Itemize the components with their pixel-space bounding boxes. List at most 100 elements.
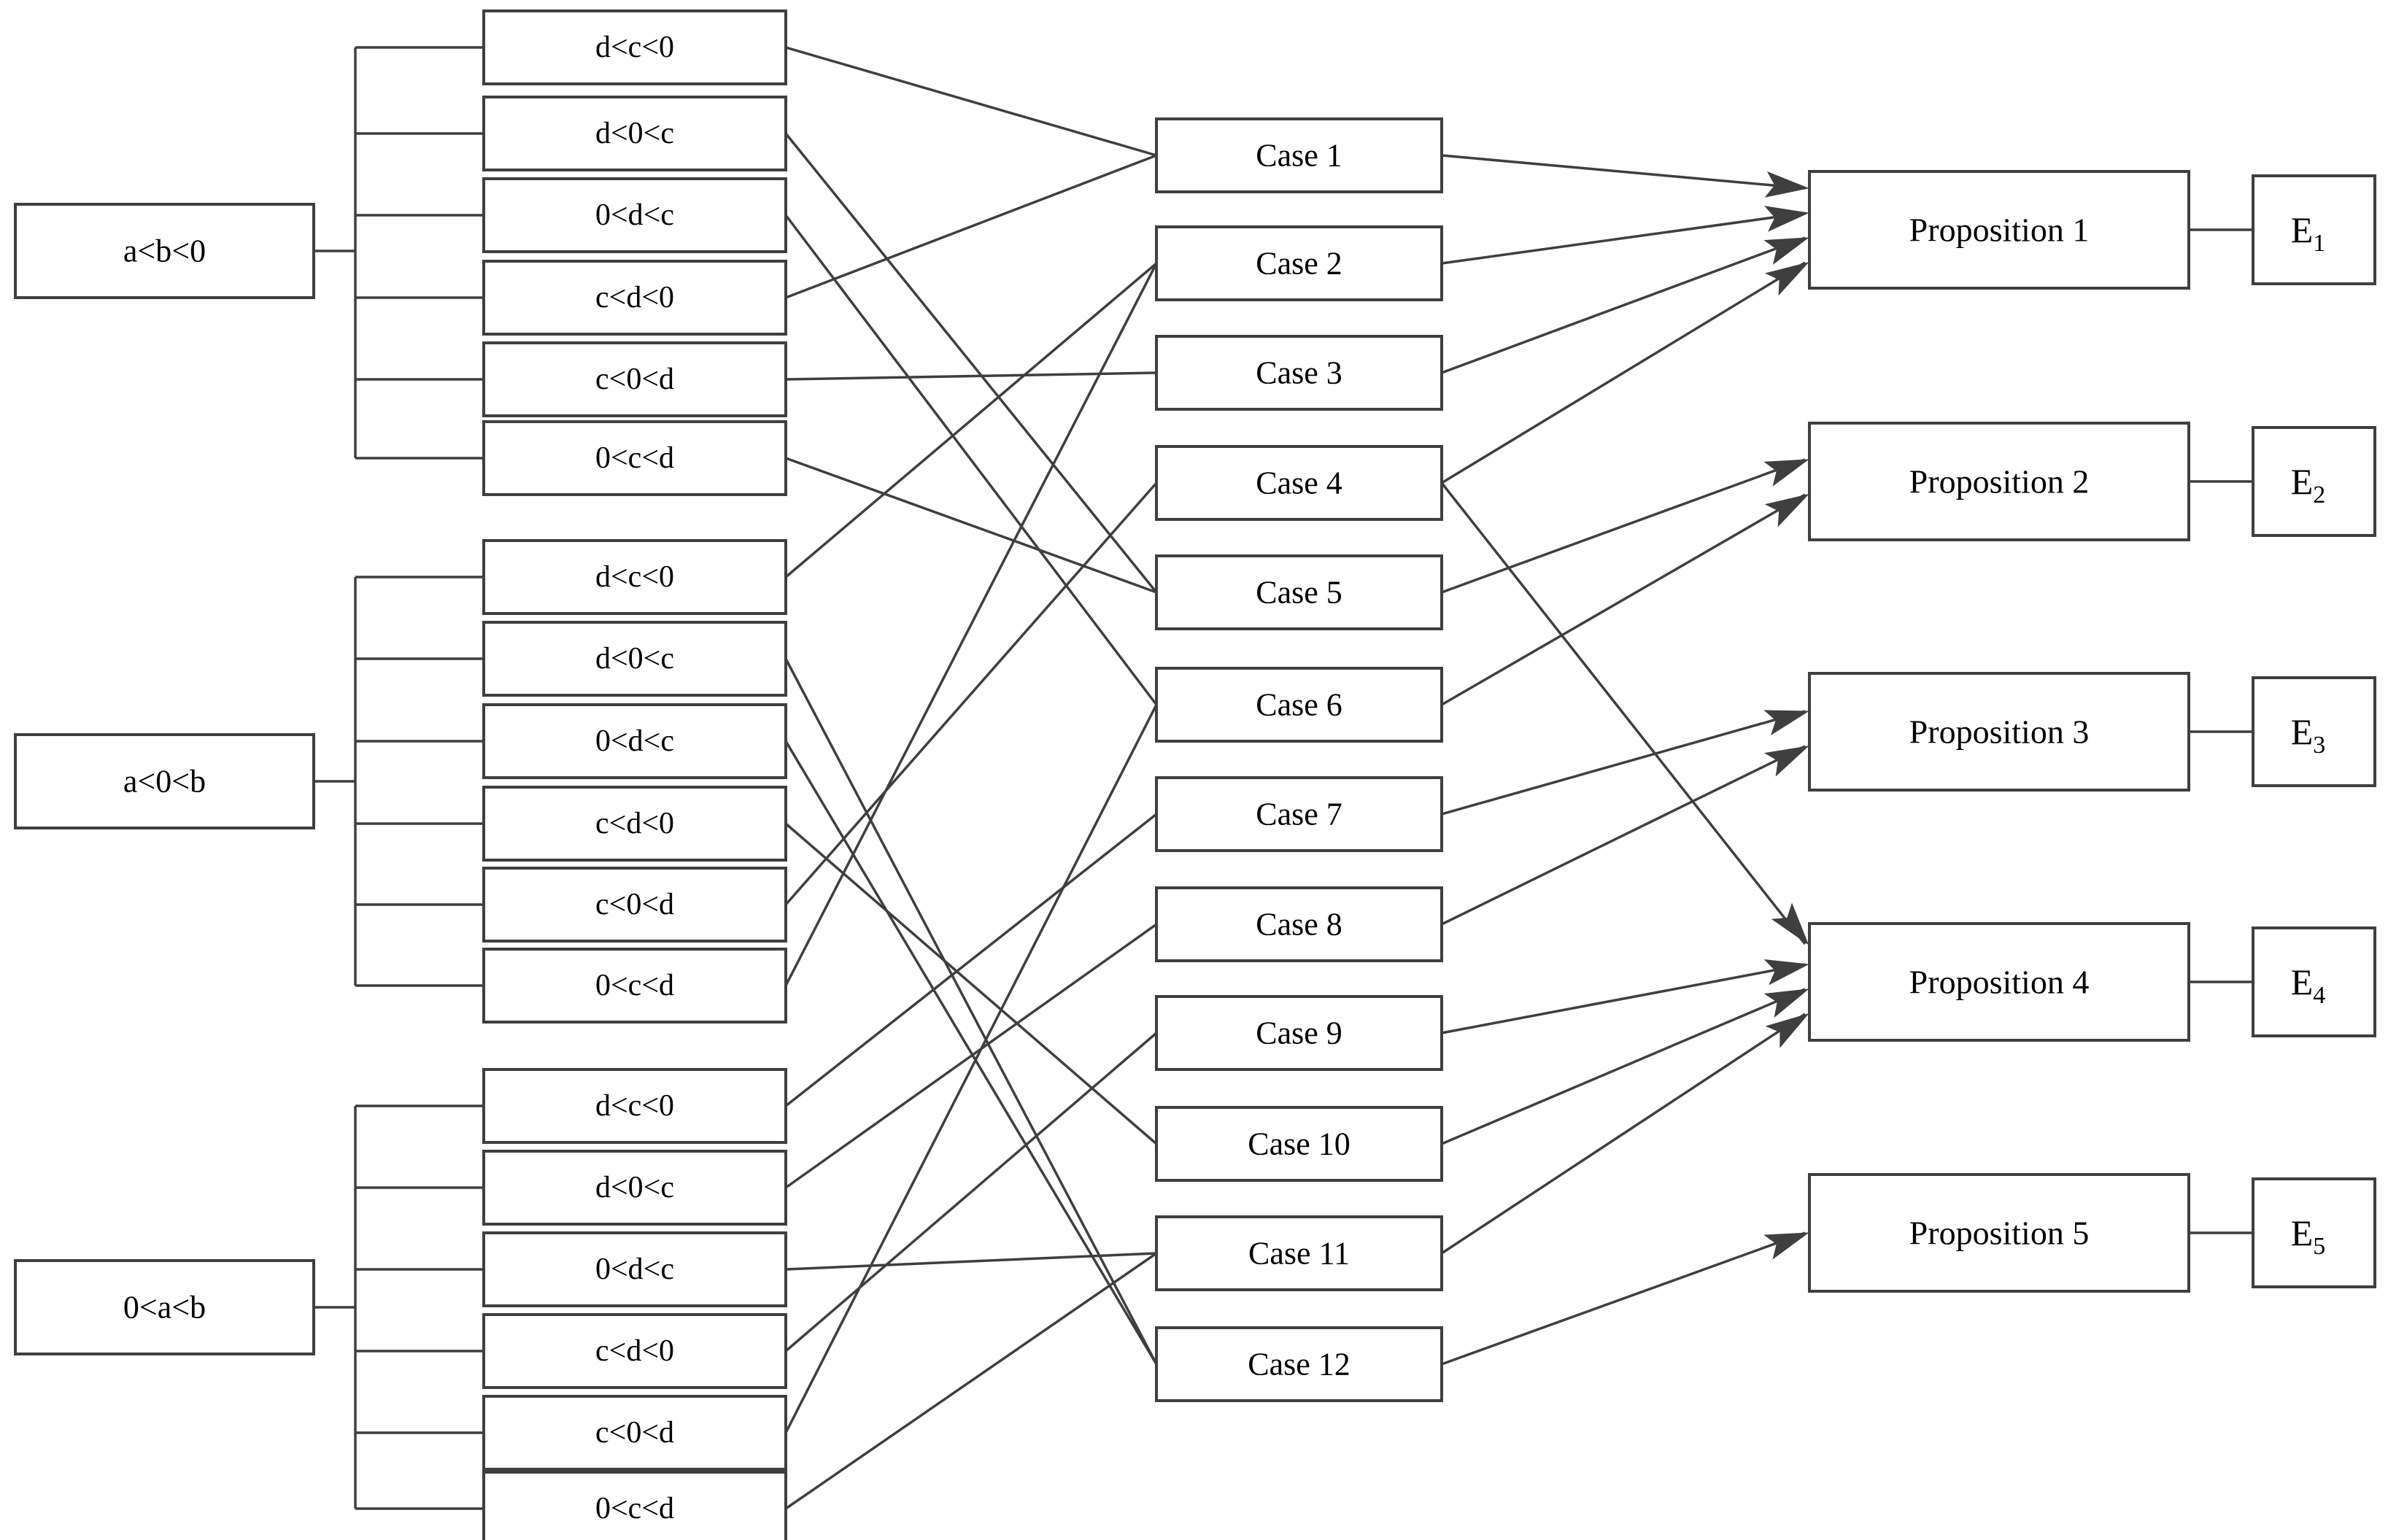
e-box-label: E2 <box>2291 461 2326 508</box>
case-proposition-connector <box>1441 212 1806 265</box>
condition-case-connector <box>785 1252 1157 1510</box>
e-box-label: E3 <box>2291 711 2326 759</box>
case-box-8 <box>1155 886 1443 962</box>
e-box-5 <box>2252 1177 2376 1288</box>
arrowhead-icon <box>1763 710 1809 736</box>
condition-box-label: d<c<0 <box>595 31 674 64</box>
interval-box-label: a<b<0 <box>123 233 206 269</box>
case-box-label: Case 9 <box>1256 1015 1342 1051</box>
case-proposition-connector <box>1441 236 1806 374</box>
condition-box-g1-6 <box>482 420 787 496</box>
case-box-label: Case 8 <box>1256 907 1342 943</box>
condition-case-connector <box>784 262 1158 579</box>
condition-box-label: c<0<d <box>595 1416 674 1450</box>
condition-box-label: 0<c<d <box>595 969 674 1002</box>
condition-case-connector <box>784 822 1158 1145</box>
condition-box-label: d<c<0 <box>595 1089 674 1123</box>
proposition-box-label: Proposition 2 <box>1909 463 2090 500</box>
case-proposition-connector <box>1441 458 1806 594</box>
interval-box-label: 0<a<b <box>123 1290 206 1326</box>
condition-box-g3-4 <box>482 1313 787 1389</box>
case-proposition-connector <box>1441 154 1806 190</box>
condition-box-label: d<0<c <box>595 117 674 150</box>
interval-box-1 <box>14 203 315 299</box>
condition-box-label: c<d<0 <box>595 281 674 314</box>
e-box-4 <box>2252 926 2376 1037</box>
case-box-label: Case 11 <box>1248 1236 1350 1272</box>
condition-box-g1-2 <box>482 96 787 171</box>
proposition-box-label: Proposition 3 <box>1909 713 2090 751</box>
condition-box-label: 0<d<c <box>595 198 674 232</box>
condition-box-label: 0<c<d <box>595 1492 674 1525</box>
proposition-box-1 <box>1808 170 2190 290</box>
case-box-2 <box>1155 225 1443 301</box>
condition-box-g2-1 <box>482 539 787 615</box>
proposition-box-label: Proposition 4 <box>1909 964 2090 1001</box>
condition-box-label: c<d<0 <box>595 1334 674 1368</box>
condition-case-connector <box>784 658 1158 1365</box>
condition-case-connector <box>784 132 1158 594</box>
condition-box-label: 0<c<d <box>595 441 674 475</box>
condition-box-label: d<c<0 <box>595 560 674 594</box>
condition-box-label: d<0<c <box>595 642 674 676</box>
arrowhead-icon <box>1763 459 1809 487</box>
arrowhead-icon <box>1763 988 1809 1018</box>
e-box-1 <box>2252 174 2376 285</box>
case-box-label: Case 3 <box>1256 355 1342 391</box>
case-box-12 <box>1155 1326 1443 1402</box>
arrowhead-icon <box>1763 237 1809 265</box>
case-box-3 <box>1155 335 1443 411</box>
arrowhead-icon <box>1764 206 1809 232</box>
condition-case-connector <box>784 813 1158 1107</box>
arrowhead-icon <box>1771 902 1809 945</box>
condition-box-label: 0<d<c <box>595 724 674 758</box>
proposition-box-4 <box>1808 922 2190 1042</box>
interval-box-2 <box>14 733 315 829</box>
condition-box-g3-6 <box>482 1471 787 1540</box>
e-box-2 <box>2252 426 2376 537</box>
case-proposition-connector <box>1441 493 1806 706</box>
condition-box-g3-2 <box>482 1150 787 1226</box>
case-box-label: Case 1 <box>1256 138 1342 174</box>
case-box-label: Case 2 <box>1256 246 1342 282</box>
case-box-label: Case 10 <box>1248 1126 1351 1162</box>
condition-box-g2-5 <box>482 867 787 943</box>
condition-case-connector <box>785 46 1157 157</box>
condition-box-label: c<d<0 <box>595 807 674 840</box>
case-proposition-connector <box>1440 481 1807 945</box>
proposition-box-2 <box>1808 422 2190 541</box>
condition-case-connector <box>785 457 1157 594</box>
arrowhead-icon <box>1765 1013 1809 1048</box>
case-proposition-connector <box>1441 710 1806 816</box>
case-box-label: Case 7 <box>1256 797 1342 832</box>
e-box-label: E1 <box>2291 209 2326 257</box>
condition-case-connector <box>784 740 1158 1365</box>
proposition-box-3 <box>1808 672 2190 792</box>
condition-case-connector <box>785 154 1157 299</box>
condition-case-connector <box>785 1252 1157 1271</box>
e-box-label: E5 <box>2291 1212 2326 1260</box>
case-box-label: Case 12 <box>1248 1347 1351 1382</box>
condition-case-connector <box>784 481 1158 906</box>
interval-box-3 <box>14 1259 315 1355</box>
case-proposition-connector <box>1441 1013 1806 1255</box>
case-box-label: Case 5 <box>1256 575 1342 611</box>
condition-box-g1-1 <box>482 9 787 85</box>
case-box-9 <box>1155 995 1443 1071</box>
condition-box-label: d<0<c <box>595 1171 674 1204</box>
proposition-box-label: Proposition 5 <box>1909 1215 2090 1252</box>
case-box-label: Case 6 <box>1256 687 1342 723</box>
condition-box-label: c<0<d <box>595 888 674 921</box>
arrowhead-icon <box>1763 746 1809 777</box>
arrowhead-icon <box>1765 261 1809 296</box>
interval-box-label: a<0<b <box>123 764 206 800</box>
condition-box-g2-4 <box>482 786 787 862</box>
condition-box-g1-5 <box>482 341 787 417</box>
case-proposition-connector <box>1441 1231 1806 1366</box>
condition-case-connector <box>784 923 1158 1189</box>
case-box-4 <box>1155 445 1443 521</box>
case-proposition-connector <box>1441 261 1806 484</box>
condition-box-label: 0<d<c <box>595 1253 674 1286</box>
